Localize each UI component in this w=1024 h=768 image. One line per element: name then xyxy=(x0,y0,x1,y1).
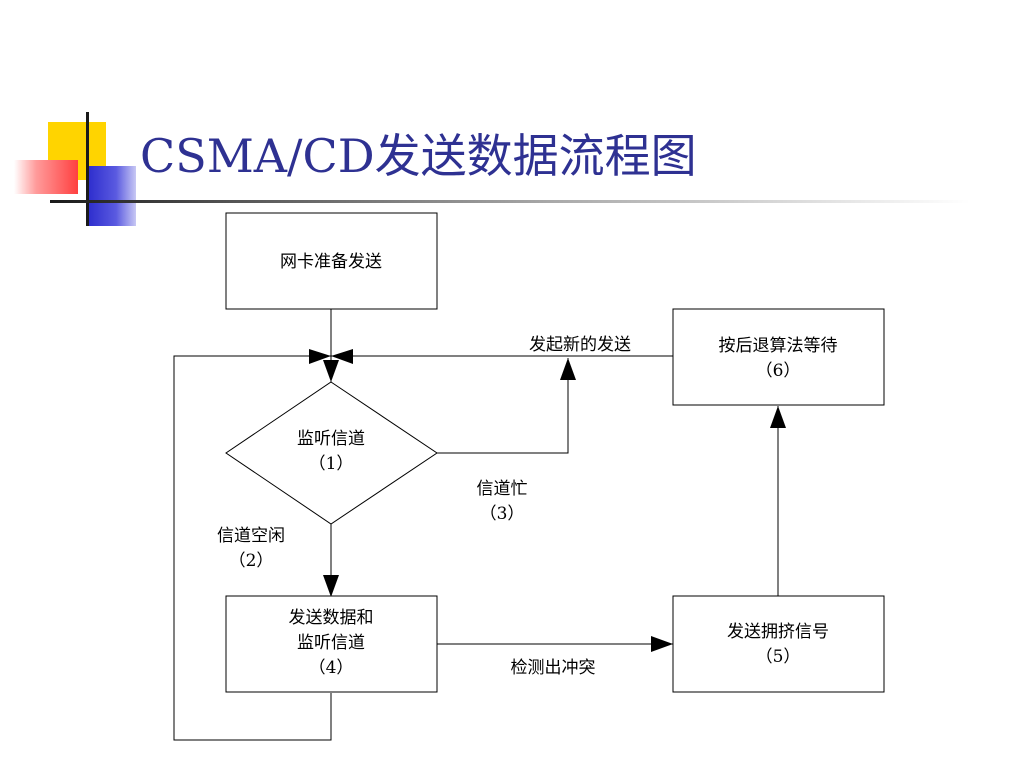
arrowhead-left-in xyxy=(309,349,331,364)
edge-loop-back xyxy=(173,355,332,741)
backoff-label: 按后退算法等待 xyxy=(719,336,838,356)
idle-label: 信道空闲 xyxy=(217,526,285,546)
arrowhead-down-into-listen xyxy=(323,360,339,382)
nic-ready-label: 网卡准备发送 xyxy=(280,252,382,272)
resend-label: 发起新的发送 xyxy=(529,335,631,355)
decor-vertical-line xyxy=(86,112,89,226)
send-listen-label-2: 监听信道 xyxy=(297,633,365,653)
jam-number: （5） xyxy=(756,647,801,667)
send-listen-number: （4） xyxy=(309,658,354,678)
node-nic-ready xyxy=(225,212,438,310)
arrowhead-up-into-backoff xyxy=(770,406,786,428)
arrowhead-right-into-jam xyxy=(651,636,673,652)
node-jam xyxy=(672,595,885,693)
nodes xyxy=(225,212,885,693)
edge-busy xyxy=(437,358,569,454)
edge-labels: 信道空闲 （2） 信道忙 （3） 检测出冲突 发起新的发送 xyxy=(217,335,631,678)
listen-label: 监听信道 xyxy=(297,429,365,449)
jam-label: 发送拥挤信号 xyxy=(727,622,829,642)
node-send-and-listen xyxy=(225,595,438,693)
arrowhead-busy-up xyxy=(560,358,576,380)
node-backoff xyxy=(672,308,885,406)
send-listen-label-1: 发送数据和 xyxy=(289,608,374,628)
decor-blue-square xyxy=(86,166,136,226)
title-underline xyxy=(50,200,970,203)
backoff-number: （6） xyxy=(756,361,801,381)
busy-number: （3） xyxy=(480,504,525,524)
listen-number: （1） xyxy=(309,454,354,474)
collision-label: 检测出冲突 xyxy=(511,658,596,678)
arrowheads xyxy=(309,349,786,652)
page-title: CSMA/CD发送数据流程图 xyxy=(140,129,697,183)
idle-number: （2） xyxy=(229,551,274,571)
arrowhead-down-into-send xyxy=(323,575,339,597)
busy-label: 信道忙 xyxy=(477,479,528,499)
decor-red-gradient-bar xyxy=(14,160,78,194)
node-labels: 网卡准备发送 监听信道 （1） 发送数据和 监听信道 （4） 发送拥挤信号 （5… xyxy=(280,252,838,678)
arrowhead-right-in xyxy=(331,349,353,364)
node-listen-decision xyxy=(225,381,438,525)
